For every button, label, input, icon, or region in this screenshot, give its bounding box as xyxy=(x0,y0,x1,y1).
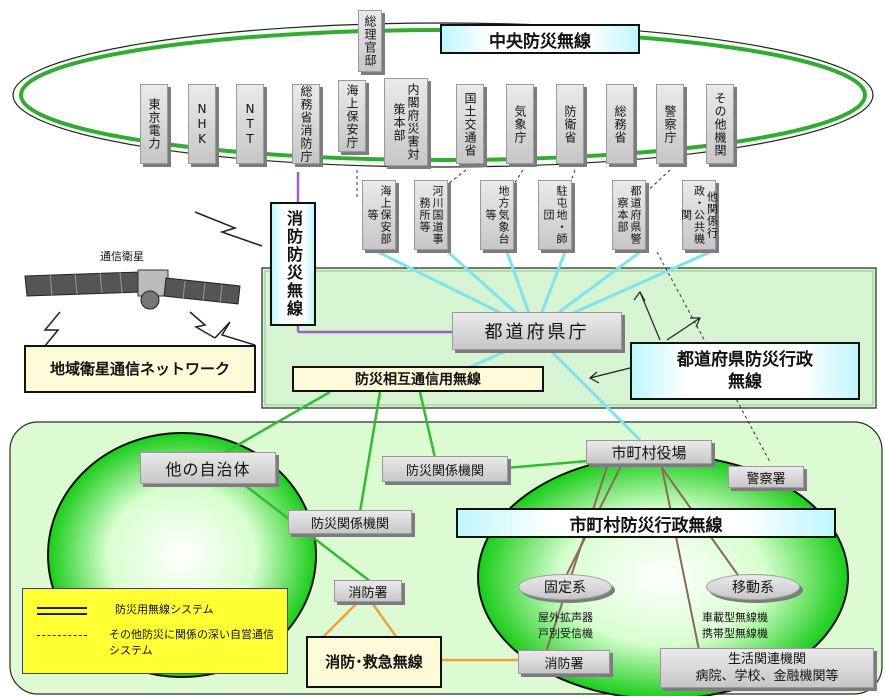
regional-agency-box: 他関係行政・公共機関 xyxy=(680,180,719,250)
regional-agency-box: 地方気象台等 xyxy=(480,180,514,250)
disaster-agency-left: 防災関係機関 xyxy=(288,510,412,534)
satellite-icon xyxy=(24,269,241,310)
city-hall: 市町村役場 xyxy=(586,440,712,464)
central-agency-box: NTT xyxy=(236,84,264,164)
legend-item-1: 防災用無線システム xyxy=(115,603,214,616)
life-agencies-detail: 病院、学校、金融機関等 xyxy=(695,669,839,684)
legend: 防災用無線システム その他防災に関係の深い自営通信システム xyxy=(22,588,288,674)
regional-agency-box: 海上保安部等 xyxy=(362,180,396,250)
central-radio-title: 中央防災無線 xyxy=(440,24,640,54)
central-agency-box: 防衛省 xyxy=(556,84,584,164)
satellite-network-label: 地域衛星通信ネットワーク xyxy=(24,345,256,393)
central-agency-box: 総務省消防庁 xyxy=(292,84,320,164)
fire-rescue-radio-label: 消防･救急無線 xyxy=(306,636,442,688)
police-station: 警察署 xyxy=(728,466,804,488)
central-agency-box: その他機関 xyxy=(706,84,734,164)
regional-agency-box: 河川国道事務所等 xyxy=(414,180,448,250)
municipal-radio-label: 市町村防災行政無線 xyxy=(456,508,836,538)
fire-station-left: 消防署 xyxy=(334,580,402,602)
fixed-device-item: 屋外拡声器 xyxy=(538,611,593,624)
central-agency-box: 海上保安庁 xyxy=(338,80,366,152)
other-municipality: 他の自治体 xyxy=(140,452,276,484)
mobile-system: 移動系 xyxy=(706,574,800,600)
satellite-label: 通信衛星 xyxy=(100,250,144,263)
central-agency-box: 東京電力 xyxy=(140,84,168,164)
pointer-arrows xyxy=(588,290,701,384)
disaster-agency-top: 防災関係機関 xyxy=(382,456,508,482)
regional-agency-box: 都道府県警察本部 xyxy=(612,180,646,250)
legend-item-2: その他防災に関係の深い自営通信システム xyxy=(109,628,274,657)
prefecture-office: 都道府県庁 xyxy=(452,312,622,350)
fixed-system: 固定系 xyxy=(518,574,612,600)
life-agencies: 生活関連機関 病院、学校、金融機関等 xyxy=(660,648,874,688)
mutual-radio-label: 防災相互通信用無線 xyxy=(292,366,544,392)
legend-dashed-line-icon xyxy=(37,635,87,636)
central-agency-box: NHK xyxy=(188,84,216,164)
mobile-device-item: 車載型無線機 xyxy=(702,611,768,624)
life-agencies-title: 生活関連機関 xyxy=(727,652,806,667)
prefecture-radio-label: 都道府県防災行政無線 xyxy=(630,342,860,400)
mobile-device-item: 携帯型無線機 xyxy=(702,627,768,640)
satellite-signal-icon xyxy=(39,211,263,353)
fixed-devices: 屋外拡声器 戸別受信機 xyxy=(538,610,593,642)
central-agency-box: 総務省 xyxy=(606,84,634,164)
prefecture-region-inner xyxy=(264,270,874,406)
fixed-device-item: 戸別受信機 xyxy=(538,627,593,640)
fire-radio-label: 消防防災無線 xyxy=(270,202,316,326)
central-agency-box: 警察庁 xyxy=(656,84,684,164)
regional-agency-box: 駐屯地・師団 xyxy=(538,180,572,250)
central-agency-box: 内閣府災害対策本部 xyxy=(384,78,428,166)
legend-double-line-icon xyxy=(37,607,87,615)
mobile-devices: 車載型無線機 携帯型無線機 xyxy=(702,610,768,642)
central-agency-box: 国土交通省 xyxy=(456,84,484,164)
prime-minister-office: 総理官邸 xyxy=(358,10,382,72)
central-agency-box: 気象庁 xyxy=(506,84,534,164)
fire-station-right: 消防署 xyxy=(518,650,610,674)
